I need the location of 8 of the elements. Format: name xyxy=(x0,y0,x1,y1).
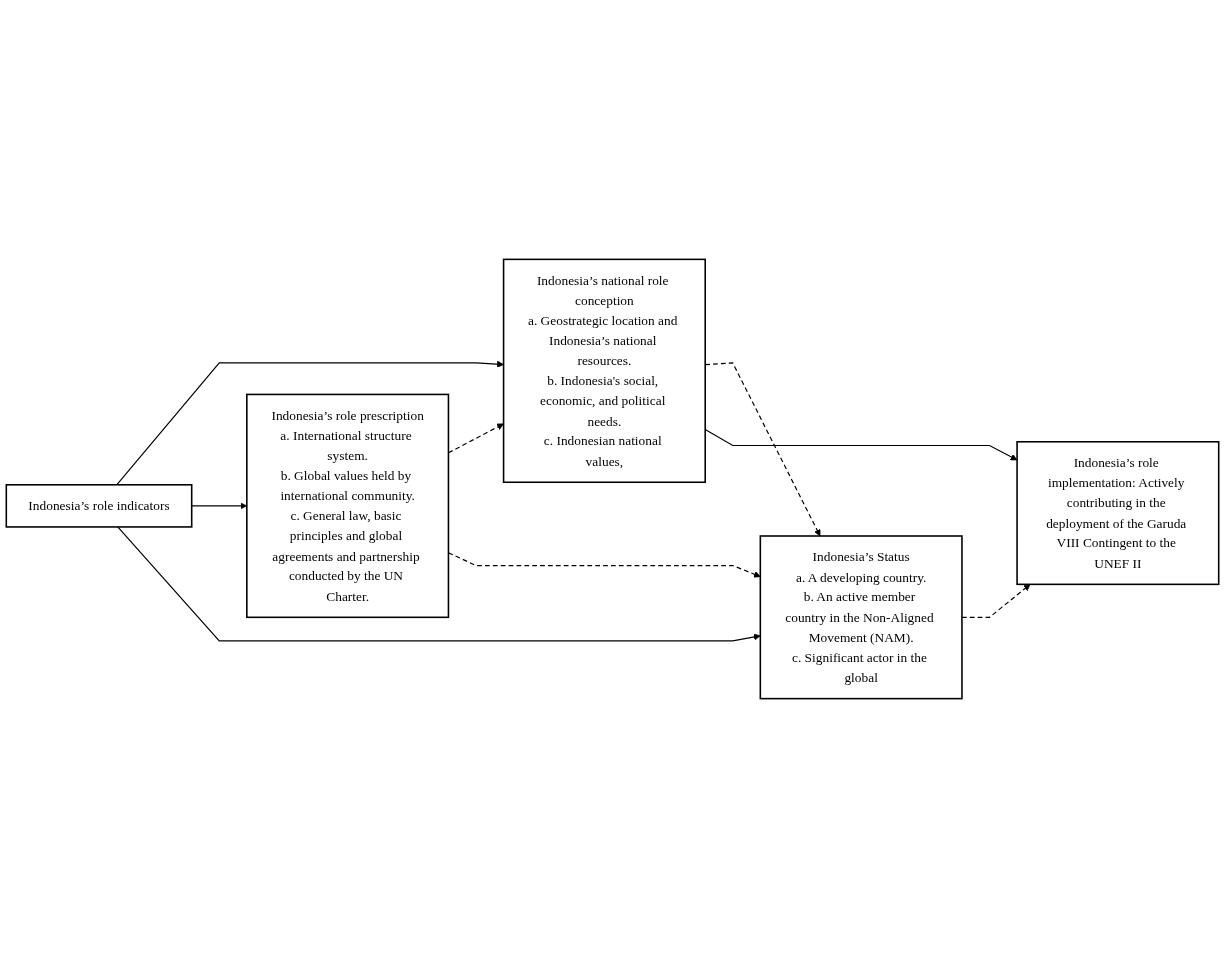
node-box: Indonesia’s Status a. A developing country. b. An active member country in the Non-Aligned Movement (NAM). c. Significant actor in the global xyxy=(759,535,963,700)
arrow xyxy=(117,526,761,642)
node-box: Indonesia’s national role conception a. Geostrategic location and Indonesia’s national resources. b. Indonesia's social, economic, and political needs. c. Indonesian national values, xyxy=(502,258,706,484)
arrow xyxy=(961,584,1031,618)
node-box: Indonesia’s role indicators xyxy=(5,484,193,528)
arrow xyxy=(116,360,504,486)
node-box: Indonesia’s role prescription a. International structure system. b. Global values held by international community. c. General law, basic principles and global agreements and partnership conducted by the UN Charter. xyxy=(246,393,450,619)
node-box: Indonesia’s role implementation: Actively contributing in the deployment of the Garuda VIII Contingent to the UNEF II xyxy=(1016,441,1220,586)
